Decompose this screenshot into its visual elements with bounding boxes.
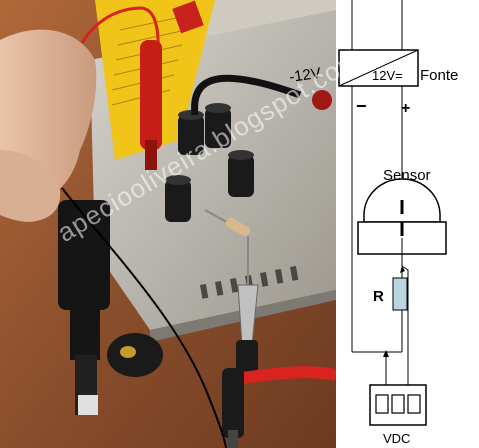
black-wire-thin: [61, 187, 227, 448]
black-cable-back: [191, 74, 302, 116]
circuit-schematic: 12V= Fonte − + Sensor R: [336, 0, 479, 448]
supply-display-text: 12V=: [372, 68, 403, 83]
label-red-mark: [172, 0, 204, 34]
arrow-tip-bottom: [383, 350, 389, 357]
red-probe: [222, 366, 336, 448]
black-terminal-2: [205, 103, 231, 148]
black-terminal-1: [178, 110, 204, 155]
resistor-label: R: [373, 288, 384, 305]
red-panel-terminal: [312, 90, 332, 110]
meter-digit-1: [375, 394, 389, 414]
photo-resistor: [204, 209, 251, 285]
meter-digit-3: [407, 394, 421, 414]
meter-label: VDC: [383, 431, 410, 446]
sensor-body: [58, 200, 163, 415]
thumb: [0, 150, 61, 222]
photo-illustration: -12V: [0, 0, 336, 448]
black-terminal-4: [165, 175, 191, 222]
voltage-panel-label: -12V: [288, 65, 322, 86]
resistor-symbol: [392, 277, 408, 311]
meter-digit-2: [391, 394, 405, 414]
plus-sign: +: [401, 100, 410, 117]
supply-diagonal: [338, 49, 419, 87]
arrow-tip: [400, 266, 405, 273]
supply-label: Fonte: [420, 67, 458, 84]
wire-meter-right: [401, 265, 409, 385]
minus-sign: −: [356, 96, 367, 116]
red-banana-plug: [140, 40, 162, 170]
vent-slots: [200, 265, 299, 299]
black-terminal-3: [228, 150, 254, 197]
